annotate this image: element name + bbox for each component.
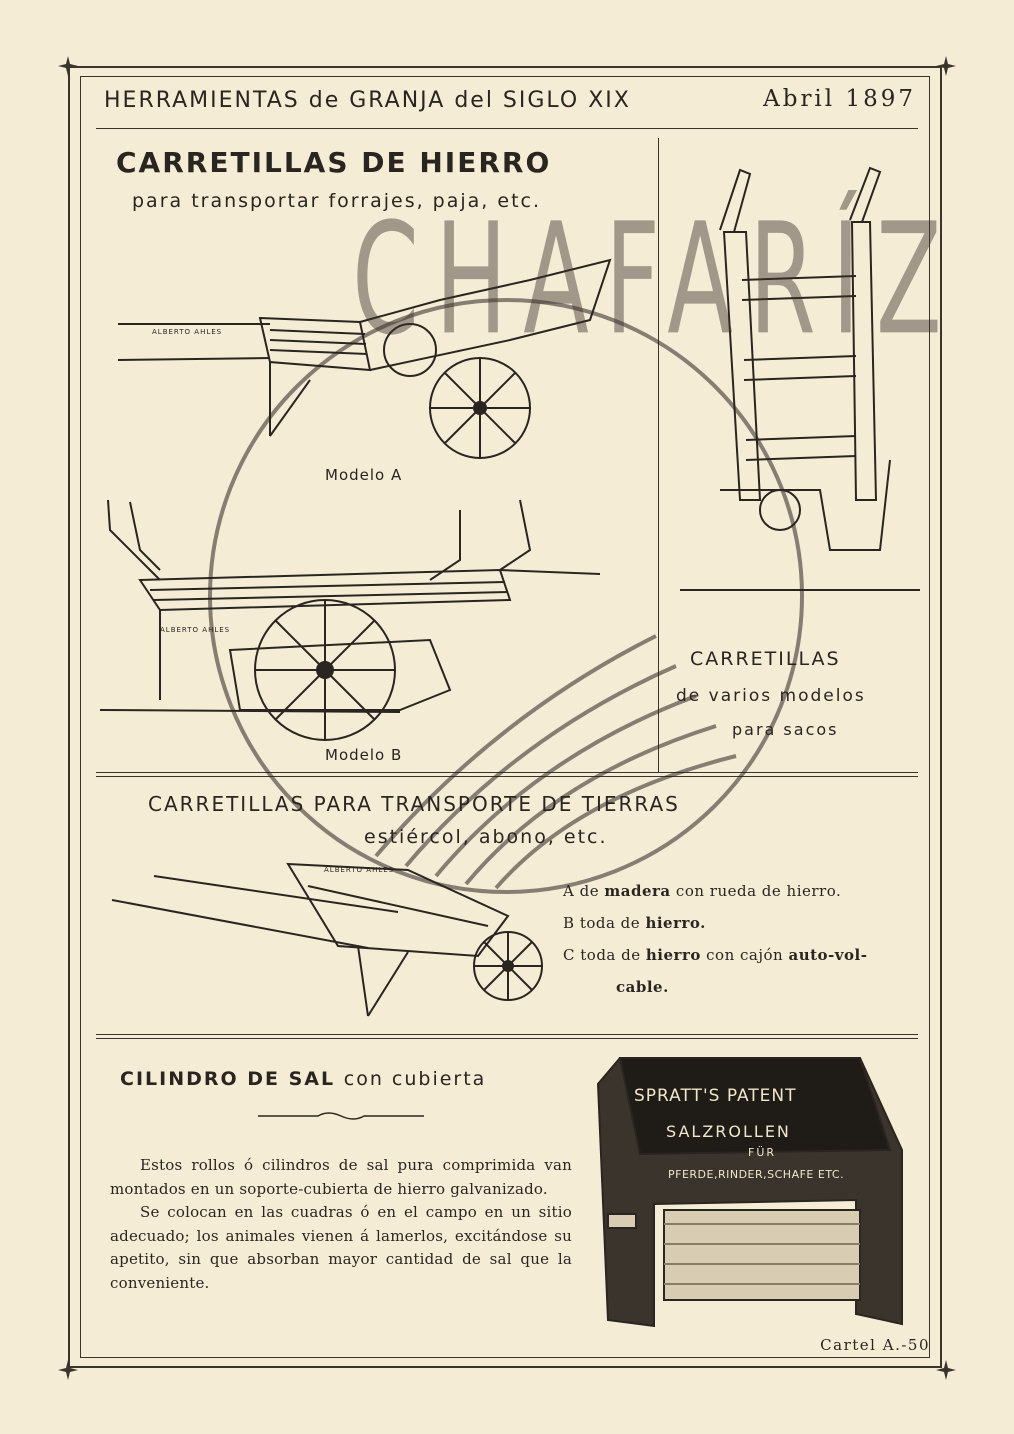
salt-cylinder-illustration — [596, 1057, 903, 1328]
series-title: HERRAMIENTAS de GRANJA del SIGLO XIX — [104, 88, 631, 113]
box-label-3: FÜR — [748, 1146, 777, 1159]
fleur-corner-icon — [934, 54, 958, 78]
watermark-seal-icon — [208, 298, 804, 894]
inner-border — [80, 76, 930, 1358]
poster-number: Cartel A.-50 — [820, 1336, 930, 1354]
model-a-caption: Modelo A — [325, 466, 403, 484]
engraver-signature: ALBERTO AHLES — [160, 626, 231, 634]
wheelbarrow-model-b-illustration — [100, 499, 601, 741]
fleur-corner-icon — [56, 54, 80, 78]
box-label-2: SALZROLLEN — [666, 1122, 791, 1141]
side-line-1: de varios modelos — [676, 686, 866, 706]
wheelbarrow-model-a-illustration — [117, 258, 612, 459]
section-rule — [96, 1038, 918, 1039]
fleur-corner-icon — [934, 1358, 958, 1382]
model-b-caption: Modelo B — [325, 746, 403, 764]
header-rule — [96, 128, 918, 129]
legend-line-a: A de madera con rueda de hierro. — [563, 882, 842, 900]
fleur-corner-icon — [56, 1358, 80, 1382]
side-title: CARRETILLAS — [690, 648, 841, 670]
ornament-divider-icon — [258, 1112, 424, 1120]
section-rule — [96, 1034, 918, 1035]
legend-line-c: C toda de hierro con cajón auto-vol- — [563, 946, 868, 964]
engraver-signature: ALBERTO AHLES — [324, 866, 395, 874]
box-label-4: PFERDE,RINDER,SCHAFE ETC. — [668, 1168, 845, 1181]
issue-date: Abril 1897 — [763, 86, 916, 112]
box-label-1: SPRATT'S PATENT — [634, 1086, 797, 1106]
engraver-signature: ALBERTO AHLES — [152, 328, 223, 336]
section3-title: CILINDRO DE SAL con cubierta — [120, 1068, 487, 1090]
side-line-2: para sacos — [732, 720, 839, 739]
column-divider — [658, 138, 659, 772]
section3-body: Estos rollos ó cilindros de sal pura com… — [110, 1156, 572, 1292]
watermark-text: CHAFARÍZ — [352, 190, 958, 370]
section1-title: CARRETILLAS DE HIERRO — [116, 146, 552, 179]
section1-subtitle: para transportar forrajes, paja, etc. — [132, 190, 542, 212]
section-rule — [96, 776, 918, 777]
legend-line-c-cont: cable. — [616, 978, 669, 996]
legend-line-b: B toda de hierro. — [563, 914, 706, 932]
section-rule — [96, 772, 918, 773]
outer-border — [68, 66, 942, 1368]
